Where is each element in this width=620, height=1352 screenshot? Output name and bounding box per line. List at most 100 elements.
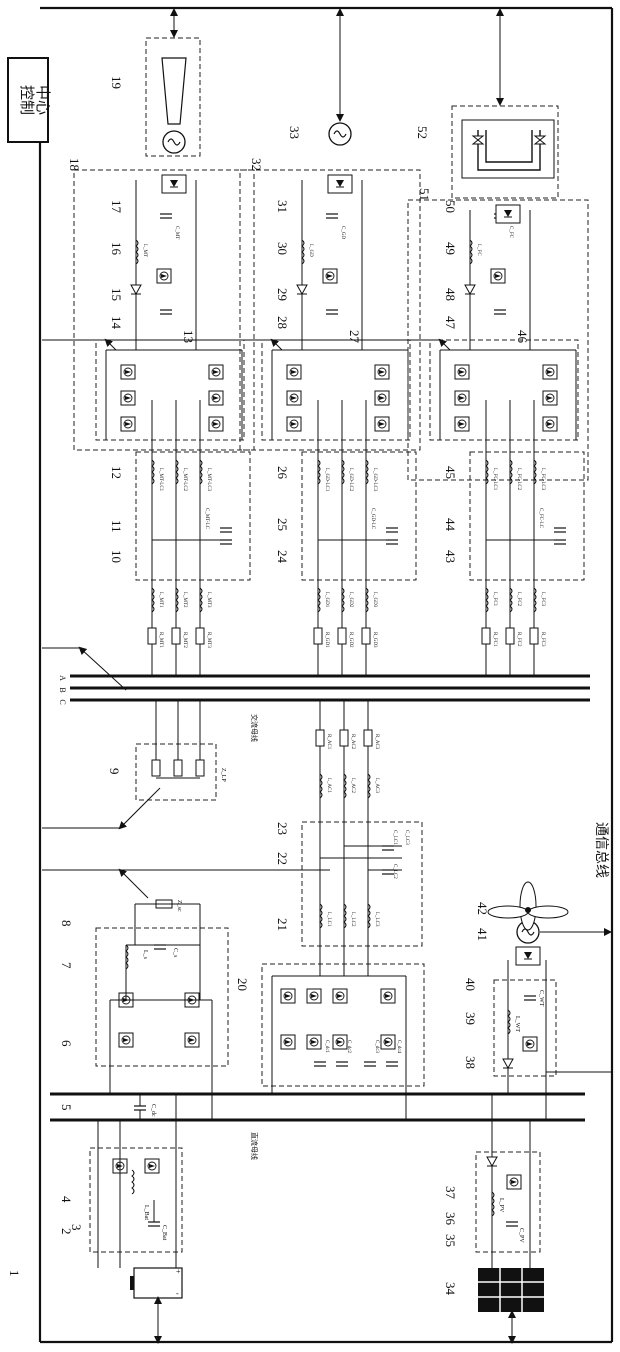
c-dc4-label: C_dc4 [396, 1040, 401, 1054]
callout-43: 43 [443, 550, 458, 563]
mt-l1-2: L_MT-LC2 [182, 468, 187, 492]
r-ac3-label: R_AC3 [374, 734, 379, 750]
gd-l-dc: L_GD [308, 244, 313, 257]
callout-1: 1 [7, 1270, 22, 1277]
callout-47: 47 [443, 316, 458, 330]
gd-c-filter: C_GD-LC [370, 508, 375, 530]
gd-l2-2: L_GD2 [348, 592, 353, 608]
callout-17: 17 [109, 200, 124, 214]
c-dc3-label: C_dc3 [374, 1040, 379, 1054]
fc-r-2: R_FC2 [516, 632, 521, 647]
phase-b-label: B [58, 687, 67, 692]
c-dc1-label: C_dc1 [324, 1040, 329, 1054]
l-ac2-label: L_AC2 [350, 778, 355, 794]
fc-l-dc: L_FC [476, 244, 481, 256]
callout-18: 18 [67, 158, 82, 171]
phase-c-label: C [58, 699, 67, 704]
callout-10: 10 [109, 550, 124, 563]
callout-44: 44 [443, 518, 458, 532]
callout-48: 48 [443, 288, 458, 301]
supercap-converter: L_s C_s Z_sc [42, 870, 228, 1120]
callout-52: 52 [415, 126, 430, 139]
callout-27: 27 [347, 330, 362, 344]
l-s-label: L_s [142, 950, 148, 960]
callout-29: 29 [275, 288, 290, 301]
l-wt-label: L_WT [514, 1016, 520, 1032]
control-center[interactable]: 控制 中心 [8, 58, 52, 142]
callout-4: 4 [59, 1196, 74, 1203]
fc-l1-3: L_FC-LC3 [540, 468, 545, 491]
callout-50: 50 [443, 200, 458, 213]
c-lc2-label: C_LC2 [392, 864, 397, 879]
callout-9: 9 [107, 768, 122, 775]
mt-l2-3: L_MT3 [206, 592, 211, 608]
c-lc1-label: C_LC1 [392, 830, 397, 845]
l-ac3-label: L_AC3 [374, 778, 379, 794]
gd-l1-1: L_GD-LC1 [324, 468, 329, 492]
wind-converter: L_WT C_WT [494, 960, 612, 1120]
pv-array [478, 1268, 544, 1342]
mt-l1-3: L_MT-LC3 [206, 468, 211, 492]
callout-22: 22 [275, 852, 290, 865]
gd-l1-2: L_GD-LC2 [348, 468, 353, 492]
callout-14: 14 [109, 316, 124, 330]
mt-l2-2: L_MT2 [182, 592, 187, 608]
callout-13: 13 [181, 330, 196, 343]
gd-l1-3: L_GD-LC3 [372, 468, 377, 492]
callout-26: 26 [275, 466, 290, 480]
phase-a-label: A [58, 675, 67, 681]
callout-36: 36 [443, 1212, 458, 1226]
mt-l-dc: L_MT [142, 244, 147, 257]
battery-minus: - [176, 1289, 179, 1298]
callout-34: 34 [443, 1282, 458, 1296]
gd-chain: L_GD-LC1L_GD1R_GD1L_GD-LC2L_GD2R_GD2L_GD… [42, 170, 420, 676]
microturbine [146, 10, 200, 156]
c-s-label: C_s [172, 948, 178, 958]
mt-l1-1: L_MT-LC1 [158, 468, 163, 492]
wind-turbine [488, 882, 610, 965]
l-lc1-label: L_LC1 [326, 912, 331, 927]
component-numbers: 1234567891011121314151617181920212223242… [7, 76, 530, 1296]
callout-31: 31 [275, 200, 290, 213]
callout-28: 28 [275, 316, 290, 329]
dc-capacitor: C_dc [134, 1094, 156, 1120]
gd-r-2: R_GD2 [348, 632, 353, 648]
callout-25: 25 [275, 518, 290, 531]
gd-l2-3: L_GD3 [372, 592, 377, 608]
fc-l2-1: L_FC1 [492, 592, 497, 607]
l-pv-label: L_PV [498, 1198, 504, 1213]
fc-l2-2: L_FC2 [516, 592, 521, 607]
callout-42: 42 [475, 902, 490, 915]
fc-l1-1: L_FC-LC1 [492, 468, 497, 491]
callout-40: 40 [463, 978, 478, 991]
callout-16: 16 [109, 242, 124, 256]
battery-plus: + [176, 1267, 181, 1276]
callout-7: 7 [59, 962, 74, 969]
ac-bus: A B C 交流母线 [42, 648, 590, 742]
r-ac2-label: R_AC2 [350, 734, 355, 750]
load: Z_LP [42, 700, 226, 828]
dc-bus-label: 直流母线 [250, 1132, 259, 1160]
fc-c-filter: C_FC-LC [538, 508, 543, 529]
callout-49: 49 [443, 242, 458, 255]
mt-r-1: R_MT1 [158, 632, 163, 648]
main-filter: L_LC1 L_LC2 L_LC3 C_LC1 C_LC2 C_LC3 L_AC… [42, 700, 422, 976]
gd-r-3: R_GD3 [372, 632, 377, 648]
callout-19: 19 [109, 76, 124, 89]
callout-30: 30 [275, 242, 290, 255]
c-lc3-label: C_LC3 [404, 830, 409, 845]
battery: + - [130, 1267, 182, 1342]
c-dc2-label: C_dc2 [346, 1040, 351, 1054]
ac-bus-label: 交流母线 [250, 714, 259, 742]
callout-38: 38 [463, 1056, 478, 1069]
callout-32: 32 [249, 158, 264, 171]
dc-bus: 直流母线 [50, 1094, 585, 1160]
main-inverter: C_dc1 C_dc2 C_dc3 C_dc4 [262, 964, 424, 1120]
control-center-line1: 控制 [18, 85, 36, 115]
callout-12: 12 [109, 466, 124, 479]
comm-bus-text: 通信总线 [593, 822, 609, 878]
mt-c-dc: C_MT [174, 226, 179, 239]
z-lp-label: Z_LP [220, 768, 226, 782]
l-lc2-label: L_LC2 [350, 912, 355, 927]
